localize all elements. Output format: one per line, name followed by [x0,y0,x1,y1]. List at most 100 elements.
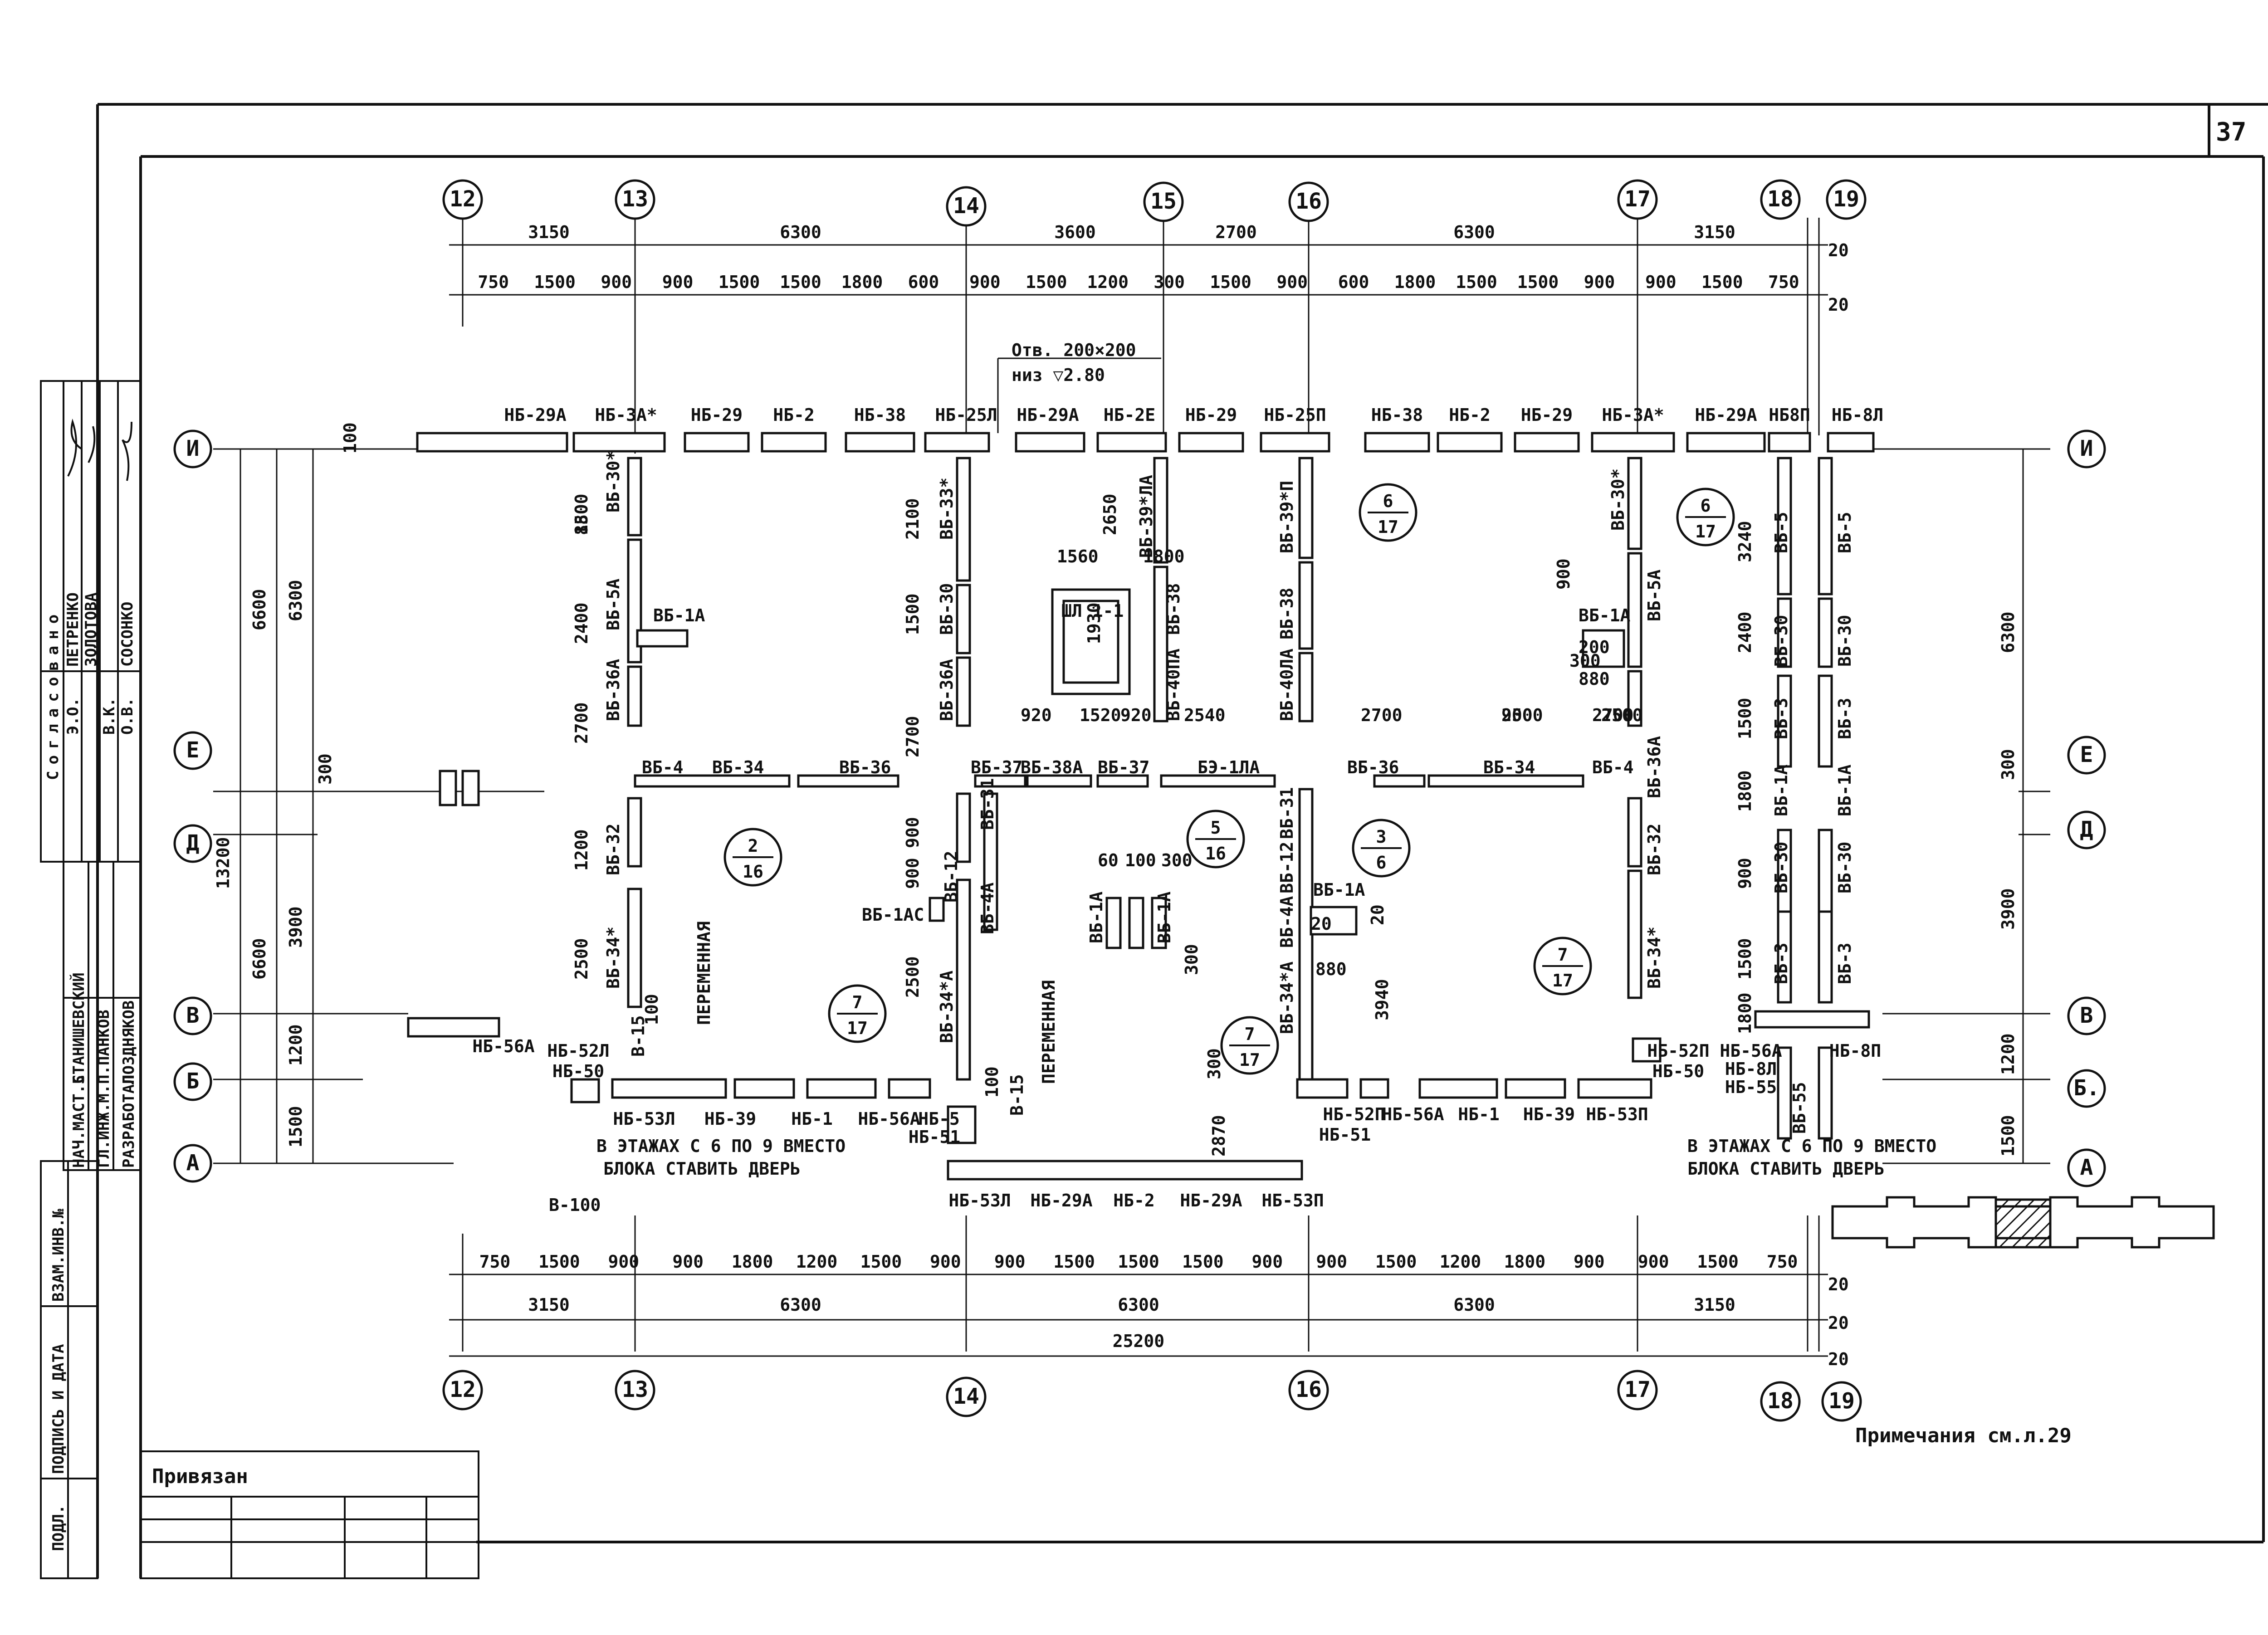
svg-text:ВБ-34*: ВБ-34* [603,927,623,989]
inner-dim: 900 [1501,705,1533,725]
axis-label: 18 [1767,186,1794,212]
left-row-markers [173,429,212,1183]
inner-dim: 2700 [1361,705,1403,725]
panel-label: НБ-25Л [935,405,997,425]
svg-text:ВБ-30: ВБ-30 [1771,615,1791,667]
svg-text:20: 20 [1828,240,1849,260]
callout-denominator: 17 [847,1018,868,1038]
axis-marker-top [946,186,987,227]
top-detail-dim: 900 [1584,272,1615,292]
svg-text:100: 100 [340,422,360,454]
svg-text:НБ-39: НБ-39 [704,1109,756,1129]
svg-text:Отв. 200×200: Отв. 200×200 [1012,340,1136,360]
svg-text:НБ-53П: НБ-53П [1586,1104,1648,1124]
inner-dim: 1500 [1735,938,1755,980]
inner-dim: 1930 [1084,602,1104,644]
strip-text-sign: ПОДПИСЬ И ДАТА [49,1344,68,1474]
svg-text:НБ-56А: НБ-56А [472,1036,534,1056]
svg-text:ВБ-1АС: ВБ-1АС [862,905,924,925]
approval-role-4: О.В. [118,698,137,735]
axis-marker-top [1617,179,1658,220]
svg-text:В ЭТАЖАХ С 6 ПО 9 ВМЕСТО: В ЭТАЖАХ С 6 ПО 9 ВМЕСТО [596,1136,846,1156]
bottom-detail-dim: 1800 [732,1252,773,1272]
inner-dim: 300 [1569,651,1601,671]
approval-role-1: Э.О. [64,698,82,735]
inner-dim: 20 [1311,914,1332,934]
top-detail-dim: 600 [1338,272,1369,292]
svg-text:6600: 6600 [249,938,269,980]
inner-panel-labels: ВБ-30* ВБ-5А ВБ-36А ВБ-32 ВБ-34* ВБ-4 ВБ… [603,450,1855,1134]
inner-dim: 880 [1315,959,1347,979]
svg-text:ВБ-3: ВБ-3 [1835,698,1855,739]
svg-text:Примечания см.л.29: Примечания см.л.29 [1855,1424,2072,1447]
inner-dim: 1520 [1080,705,1121,725]
author-name-3: ПОЗДНЯКОВ [120,1001,138,1084]
svg-text:3150: 3150 [1694,1295,1735,1315]
top-dims-main: 3150 6300 3600 2700 6300 3150 [528,222,1735,242]
svg-text:6300: 6300 [1118,1295,1159,1315]
bottom-detail-dim: 750 [479,1252,511,1272]
inner-dim: 1560 [1057,547,1099,566]
panel-label: НБ-2 [1449,405,1491,425]
svg-text:ВБ-38А: ВБ-38А [1021,757,1083,777]
svg-text:В: В [2080,1003,2093,1028]
axis-marker-top [615,179,655,220]
inner-dim: 1500 [1735,698,1755,739]
author-role-3: РАЗРАБОТАЛ [120,1075,138,1168]
axis-label: 12 [450,1377,476,1402]
callout-bubble: 717 [1533,937,1592,996]
bottom-detail-dim: 1500 [1375,1252,1417,1272]
bottom-dims-main: 3150 6300 6300 6300 3150 25200 [528,1295,1735,1351]
svg-text:НБ-52П: НБ-52П [1323,1104,1385,1124]
left-dimension-lines [240,449,314,1163]
svg-text:ВБ-30*: ВБ-30* [1608,469,1628,531]
callout-numerator: 6 [1383,491,1393,511]
inner-dim: 2650 [1100,493,1120,535]
bottom-detail-dim: 900 [1574,1252,1605,1272]
svg-text:13200: 13200 [213,837,233,889]
svg-text:Е: Е [2080,742,2093,767]
svg-text:3150: 3150 [1694,222,1735,242]
svg-text:НБ-8П: НБ-8П [1829,1041,1881,1061]
top-detail-dim: 1500 [1026,272,1067,292]
binding-block [140,1450,479,1579]
notes: ПЕРЕМЕННАЯ ПЕРЕМЕННАЯ В-15 В-15 В ЭТАЖАХ… [549,921,2072,1447]
top-detail-dim: 1800 [841,272,883,292]
panel-label: НБ-29А [504,405,566,425]
top-detail-dim: 1500 [1456,272,1497,292]
svg-text:ВБ-1А: ВБ-1А [1154,891,1174,943]
callout-numerator: 2 [748,836,758,856]
svg-text:А: А [2080,1155,2093,1180]
callout-numerator: 7 [852,992,863,1012]
bottom-detail-dim: 1500 [860,1252,902,1272]
panel-label: НБ-3А* [595,405,657,425]
svg-text:ПЕРЕМЕННАЯ: ПЕРЕМЕННАЯ [1039,980,1059,1084]
bottom-detail-dim: 1500 [1118,1252,1159,1272]
svg-text:ВБ-32: ВБ-32 [603,824,623,875]
inner-dim: 900 [1554,558,1574,590]
inner-dim: 900 [1735,858,1755,889]
svg-text:6300: 6300 [780,1295,821,1315]
inner-dim: 2100 [903,498,923,540]
inner-dim: 1800 [1735,770,1755,812]
svg-text:ВБ-30: ВБ-30 [1835,615,1855,667]
top-detail-dim: 750 [1768,272,1799,292]
svg-text:6300: 6300 [780,222,821,242]
svg-text:6300: 6300 [1453,222,1495,242]
svg-text:НБ-52Л: НБ-52Л [547,1041,609,1061]
svg-text:2700: 2700 [1215,222,1257,242]
top-detail-dim: 1500 [1701,272,1743,292]
svg-text:1200: 1200 [286,1024,306,1066]
approval-name-2: ЗОЛОТОВА [82,592,100,667]
svg-text:Е: Е [186,737,200,763]
svg-text:ВБ-12: ВБ-12 [941,851,961,903]
callout-bubble: 516 [1186,810,1245,869]
inner-dim: 900 [903,858,923,889]
svg-text:НБ-50: НБ-50 [1652,1061,1704,1081]
svg-text:НБ-55: НБ-55 [1725,1077,1777,1097]
svg-text:ВБ-31: ВБ-31 [978,778,997,830]
sheet-number: 37 [2216,117,2246,147]
svg-text:ВБ-3: ВБ-3 [1835,942,1855,984]
svg-text:ВБ-30*: ВБ-30* [603,450,623,512]
